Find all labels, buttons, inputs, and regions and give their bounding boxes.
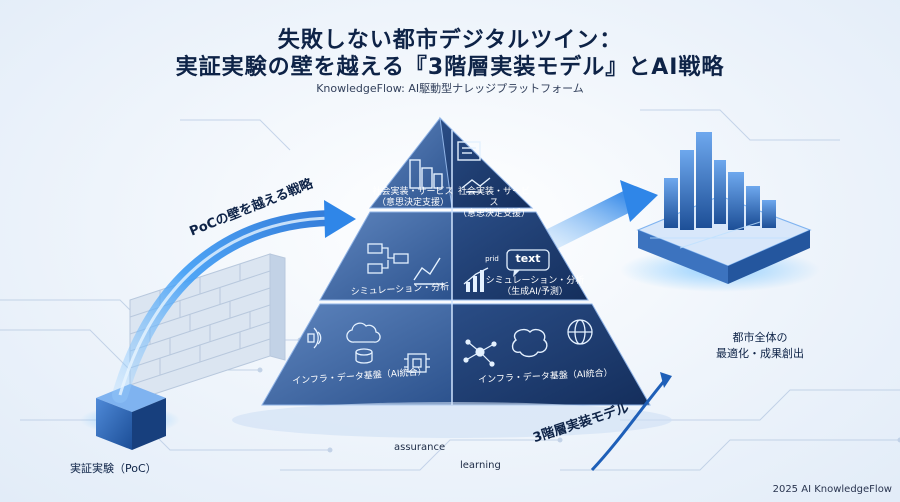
middle-right-label-2: （生成AI/予測） [502,287,568,297]
cloud-database-icon [346,322,381,364]
buildings-icon [409,159,443,189]
dashboard-icon [457,141,481,161]
flowchart-icon [367,243,409,274]
poc-arrow [112,200,356,403]
bar-chart-icon [463,267,489,292]
title-line-1: 失敗しない都市デジタルツイン： [277,28,623,53]
tower-6 [664,178,678,228]
chip-icon [404,353,430,373]
top-left-label: 社会実装・サービス （意思決定支援） [372,187,454,209]
model-arrow [590,372,672,472]
handshake-icon [461,177,491,193]
middle-right-label: シミュレーション・分析 （生成AI/予測） [480,276,590,298]
top-left-label-1: 社会実装・サービス [372,187,454,197]
tower-4 [728,172,744,230]
globe-icon [567,319,593,345]
top-right-label-1: 社会実装・サービス [457,187,530,208]
tower-7 [762,200,776,228]
text-bubble-label: text [515,252,541,265]
brain-icon [511,328,548,358]
city-label-2: 最適化・成果創出 [716,347,804,360]
city-label-1: 都市全体の [732,331,788,344]
tower-2 [696,132,712,228]
city-model [620,132,820,292]
tower-5 [746,186,760,226]
pyramid [232,116,672,438]
poc-block-label: 実証実験（PoC） [70,462,157,475]
middle-right-label-1: シミュレーション・分析 [485,276,585,286]
assurance-label: assurance [394,442,446,453]
tower-1 [680,150,694,230]
tower-3 [714,160,726,224]
text-bubble-icon [506,249,550,277]
top-right-label: 社会実装・サービス （意思決定支援） [454,187,534,220]
top-right-label-2: （意思決定支援） [457,209,530,219]
poc-block [80,384,180,450]
learning-label: learning [460,460,501,471]
growth-chart-icon [413,257,444,285]
city-label: 都市全体の 最適化・成果創出 [700,330,820,362]
footer-credit: 2025 AI KnowledgeFlow [772,484,892,495]
subtitle: KnowledgeFlow: AI駆動型ナレッジプラットフォーム [316,82,584,95]
signal-icon [307,327,322,349]
top-left-label-2: （意思決定支援） [376,198,449,208]
network-icon [463,339,497,367]
middle-small-note: prid [485,255,499,263]
title-line-2: 実証実験の壁を越える『3階層実装モデル』とAI戦略 [175,55,725,80]
